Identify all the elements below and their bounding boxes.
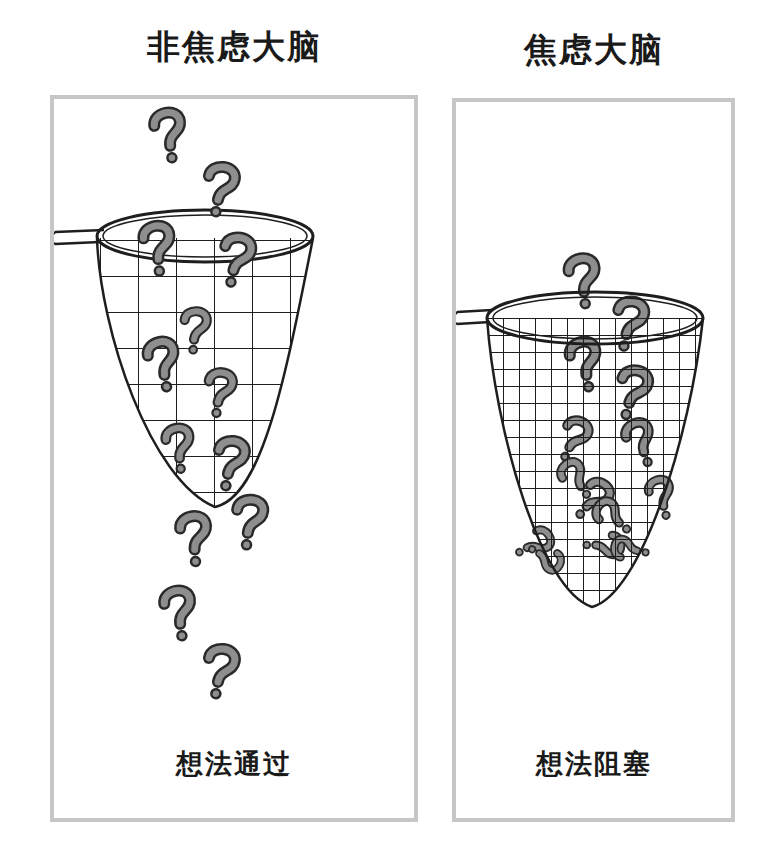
panel: 焦虑大脑想法阻塞 — [452, 98, 735, 822]
fine-net-mesh — [480, 292, 710, 610]
question-marks-passing — [142, 111, 264, 700]
panel-caption: 想法通过 — [172, 746, 296, 782]
coarse-net — [51, 210, 320, 520]
panel: 非焦虑大脑想法通过 — [50, 95, 418, 822]
panel-heading: 非焦虑大脑 — [147, 25, 322, 70]
panel-heading: 焦虑大脑 — [524, 28, 664, 73]
panel-caption: 想法阻塞 — [532, 746, 656, 782]
